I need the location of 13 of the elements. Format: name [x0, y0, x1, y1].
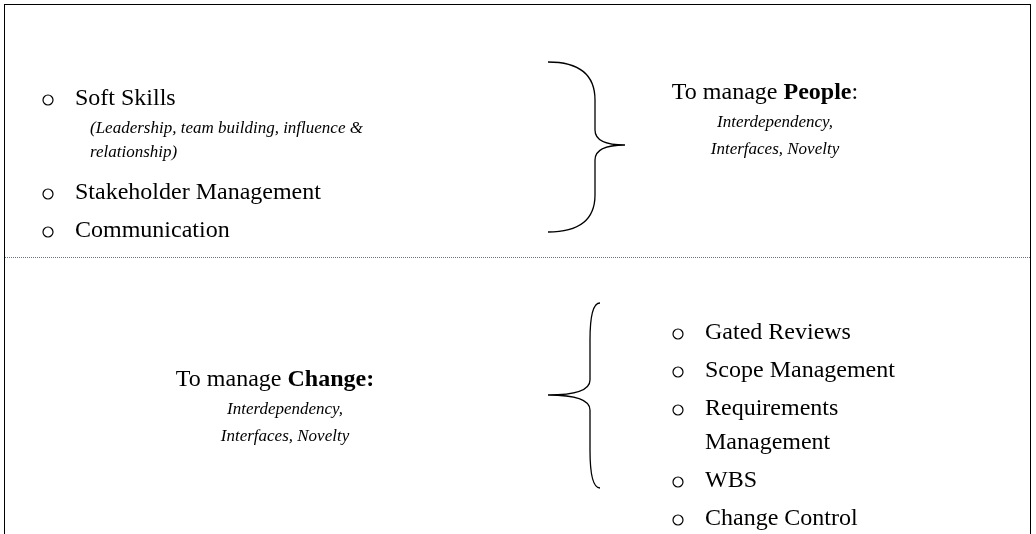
heading-text: To manage Change: — [174, 364, 376, 393]
list-item: Gated Reviews — [705, 317, 852, 346]
list-item: Communication — [75, 215, 231, 244]
list-item: WBS — [705, 465, 758, 494]
subtitle-text: Interdependency, Interfaces, Novelty — [219, 398, 351, 447]
list-item: Scope Management — [705, 355, 896, 384]
list-item: Requirements Management — [705, 393, 840, 456]
heading-text: To manage People: — [670, 77, 860, 106]
note-text: (Leadership, team building, influence & relationship) — [90, 117, 364, 163]
list-item: Change Control — [705, 503, 859, 532]
list-item: Soft Skills — [75, 83, 177, 112]
subtitle-text: Interdependency, Interfaces, Novelty — [709, 111, 841, 160]
list-item: Stakeholder Management — [75, 177, 322, 206]
